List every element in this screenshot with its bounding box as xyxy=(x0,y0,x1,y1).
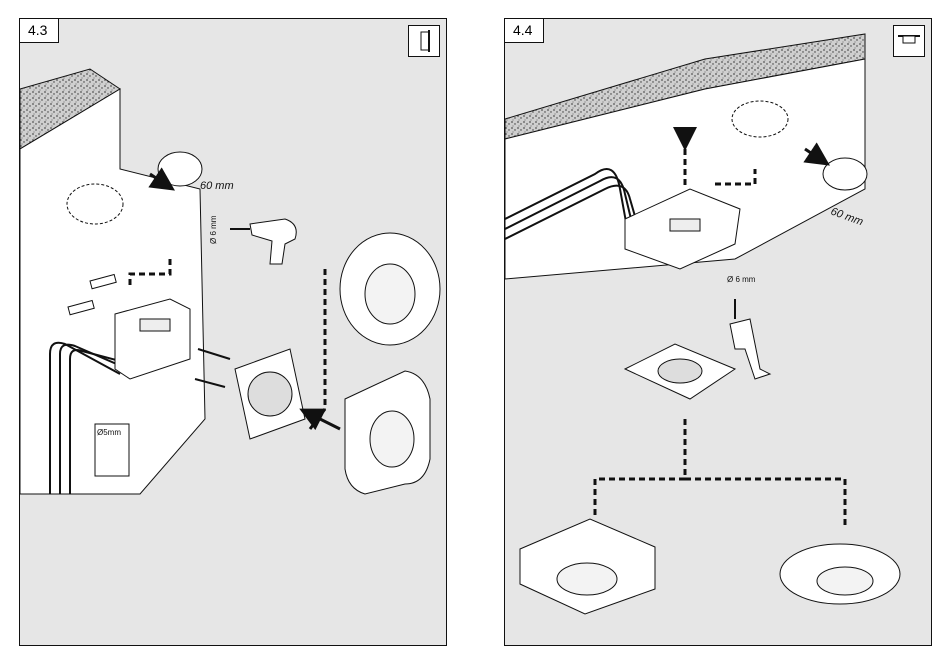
mounting-plate xyxy=(235,349,305,439)
drill-icon xyxy=(230,219,296,264)
step-tag: 4.3 xyxy=(19,18,59,43)
ceiling-mount-icon xyxy=(893,25,925,57)
split-guide-dashed-2 xyxy=(685,479,845,529)
split-guide-dashed xyxy=(595,419,685,519)
drill-diameter-label: Ø 6 mm xyxy=(209,215,218,244)
flush-box xyxy=(823,158,867,190)
square-cover xyxy=(345,371,430,494)
step-tag: 4.4 xyxy=(504,18,544,43)
flush-box-installed xyxy=(732,101,788,137)
round-cover xyxy=(340,233,440,345)
box-depth-label: 60 mm xyxy=(829,206,865,229)
flush-box xyxy=(158,152,202,186)
hole-diameter-label: Ø5mm xyxy=(97,428,121,437)
square-cover xyxy=(520,519,655,614)
cover-guide-dashed xyxy=(310,269,325,429)
cover-arrow xyxy=(310,414,340,429)
drill-icon xyxy=(730,299,770,379)
wall-mount-icon xyxy=(408,25,440,57)
panel-wall-mounting: 60 mm Ø 6 mm Ø5mm xyxy=(19,18,447,646)
mounting-plate xyxy=(625,344,735,399)
panel-ceiling-mounting: 60 mm Ø 6 mm 4.4 xyxy=(504,18,932,646)
round-cover xyxy=(780,544,900,604)
drill-diameter-label: Ø 6 mm xyxy=(727,275,756,284)
ceiling-mounting-diagram: 60 mm Ø 6 mm xyxy=(505,19,933,647)
box-depth-label: 60 mm xyxy=(200,180,234,192)
flush-box-installed xyxy=(67,184,123,224)
wall-mounting-diagram: 60 mm Ø 6 mm Ø5mm xyxy=(20,19,448,647)
